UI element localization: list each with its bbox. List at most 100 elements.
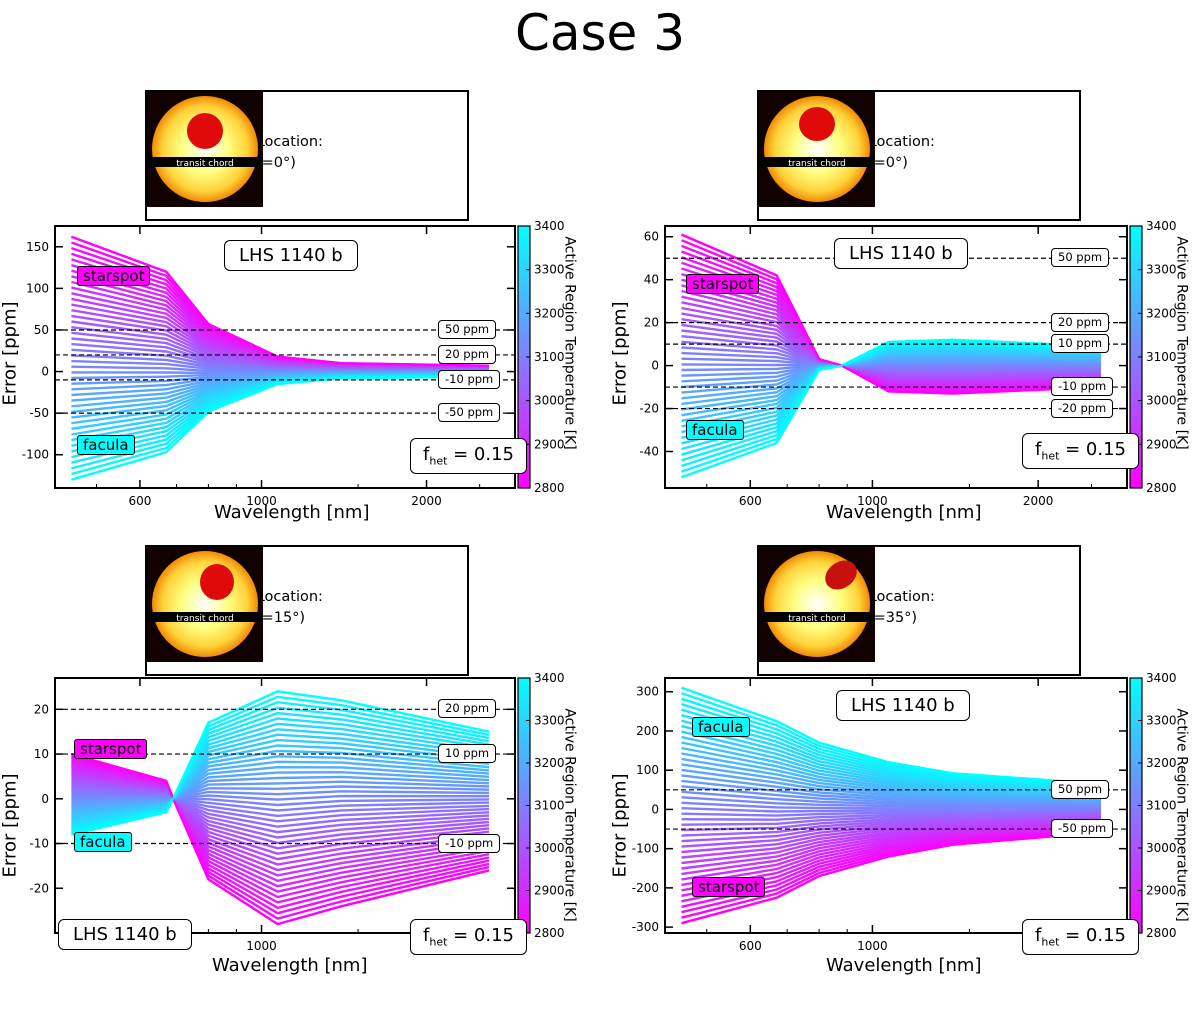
temperature-curve: [681, 816, 1101, 854]
y-tick-label: -300: [632, 920, 659, 934]
x-tick-label: 1000: [857, 939, 888, 953]
temperature-curve: [681, 809, 1101, 821]
colorbar-tick-label: 3000: [534, 394, 565, 408]
star-disk-image: transit chord: [759, 92, 875, 207]
y-tick-label: 300: [636, 685, 659, 699]
temperature-curve: [681, 824, 1101, 892]
y-tick-label: -200: [632, 881, 659, 895]
fhet-label: fhet = 0.15: [1022, 433, 1140, 469]
colorbar-tick-label: 3000: [534, 841, 565, 855]
fhet-prefix: f: [1035, 925, 1042, 946]
y-tick-label: 0: [651, 359, 659, 373]
temperature-curve: [681, 730, 1101, 795]
y-tick-label: 60: [644, 230, 659, 244]
starspot-series-line: [681, 831, 1101, 925]
y-tick-label: 20: [644, 316, 659, 330]
colorbar-tick-label: 2800: [534, 481, 565, 495]
fhet-prefix: f: [423, 925, 430, 946]
transit-chord-band: [147, 612, 263, 622]
fhet-value: = 0.15: [447, 444, 515, 465]
facula-label: facula: [77, 435, 135, 455]
temperature-curve: [681, 819, 1101, 870]
colorbar-tick-label: 3100: [1146, 350, 1177, 364]
colorbar-tick-label: 3300: [1146, 714, 1177, 728]
planet-label: LHS 1140 b: [834, 238, 968, 269]
ppm-label: 20 ppm: [1051, 312, 1110, 332]
temperature-curve: [681, 724, 1101, 793]
temperature-curve: [681, 697, 1101, 788]
colorbar-tick-label: 3300: [534, 714, 565, 728]
fhet-subscript: het: [1041, 449, 1060, 463]
colorbar-tick-label: 2900: [1146, 884, 1177, 898]
y-tick-label: -20: [639, 402, 659, 416]
ppm-label: 20 ppm: [438, 699, 497, 719]
transit-chord-label: transit chord: [176, 159, 233, 169]
colorbar-label: Active Region Temperature [K]: [1173, 708, 1190, 922]
fhet-value: = 0.15: [1059, 925, 1127, 946]
colorbar-tick-label: 3000: [1146, 841, 1177, 855]
y-tick-label: -20: [29, 881, 49, 895]
y-tick-label: -40: [639, 444, 659, 458]
colorbar-tick-label: 3100: [1146, 799, 1177, 813]
fhet-subscript: het: [429, 454, 448, 468]
y-axis-label: Error [ppm]: [609, 773, 631, 878]
y-tick-label: -50: [29, 406, 49, 420]
starspot-series-line: [71, 753, 490, 926]
colorbar-tick-label: 3200: [534, 306, 565, 320]
temperature-curve: [681, 708, 1101, 790]
temperature-curve: [681, 810, 1101, 826]
ppm-label: 50 ppm: [1051, 779, 1110, 799]
temperature-curve: [681, 746, 1101, 798]
starspot-label: starspot: [686, 274, 760, 294]
transit-chord-band: [759, 612, 875, 622]
colorbar-tick-label: 3200: [534, 756, 565, 770]
facula-label: facula: [692, 717, 750, 737]
temperature-curve: [681, 796, 1101, 808]
y-tick-label: 50: [34, 323, 49, 337]
temperature-curve: [681, 818, 1101, 865]
y-axis-label: Error [ppm]: [0, 301, 21, 406]
y-tick-label: 150: [26, 240, 49, 254]
temperature-curve: [681, 814, 1101, 843]
y-tick-label: 100: [636, 763, 659, 777]
x-tick-label: 2000: [411, 494, 442, 508]
planet-label: LHS 1140 b: [224, 240, 358, 271]
y-tick-label: 20: [34, 702, 49, 716]
y-tick-label: -100: [22, 448, 49, 462]
x-tick-label: 600: [739, 939, 762, 953]
colorbar-tick-label: 3100: [534, 350, 565, 364]
y-axis-label: Error [ppm]: [0, 773, 21, 878]
temperature-curve: [681, 714, 1101, 791]
y-tick-label: 200: [636, 724, 659, 738]
facula-label: facula: [74, 832, 132, 852]
axes-frame: [664, 677, 1128, 934]
fhet-subscript: het: [1041, 935, 1060, 949]
temperature-curve: [681, 779, 1101, 805]
star-disk-image: transit chord: [147, 92, 263, 207]
active-region-spot: [187, 113, 223, 149]
starspot-label: starspot: [692, 877, 766, 897]
colorbar-label: Active Region Temperature [K]: [1173, 236, 1190, 450]
ppm-label: -10 ppm: [438, 369, 501, 389]
location-inset: Active Region Location: (lat=25°; longt=…: [757, 90, 1081, 221]
fhet-subscript: het: [429, 935, 448, 949]
x-axis-label: Wavelength [nm]: [826, 502, 982, 523]
x-tick-label: 1000: [246, 494, 277, 508]
starspot-label: starspot: [77, 266, 151, 286]
star-disk-image: transit chord: [147, 547, 263, 662]
colorbar-label: Active Region Temperature [K]: [561, 236, 578, 450]
temperature-curve: [681, 752, 1101, 799]
x-tick-label: 1000: [857, 494, 888, 508]
transit-chord-band: [759, 157, 875, 167]
fhet-label: fhet = 0.15: [410, 919, 528, 955]
active-region-spot: [825, 560, 857, 590]
panel-lat35-longt35: 600100020003002001000-100-200-3003400330…: [600, 545, 1200, 1035]
temperature-curve: [681, 785, 1101, 806]
facula-series-line: [71, 690, 490, 836]
y-tick-label: 0: [651, 802, 659, 816]
starspot-series-line: [71, 235, 490, 367]
series-group: [71, 690, 490, 926]
planet-label: LHS 1140 b: [58, 919, 192, 950]
